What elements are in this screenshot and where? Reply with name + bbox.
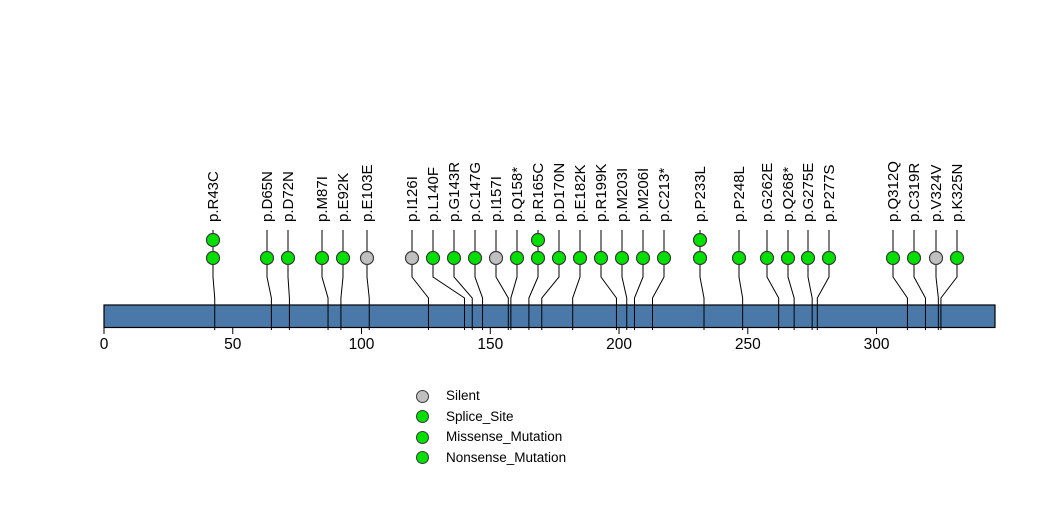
mutation-marker: [551, 250, 567, 266]
legend-label-splice-site: Splice_Site: [446, 408, 514, 424]
mutation-marker: [509, 250, 525, 266]
mutation-label: p.E103E: [359, 164, 376, 222]
mutation-marker: [280, 250, 296, 266]
mutation-marker: [593, 250, 609, 266]
mutation-marker: [928, 250, 944, 266]
mutation-label: p.E182K: [572, 164, 589, 222]
mutation-marker: [949, 250, 965, 266]
mutation-marker: [614, 250, 630, 266]
mutation-marker: [572, 250, 588, 266]
legend-item-nonsense: Nonsense_Mutation: [416, 448, 566, 469]
mutation-marker: [780, 250, 796, 266]
mutation-label: p.R199K: [593, 164, 610, 222]
mutation-marker: [335, 250, 351, 266]
mutation-marker: [314, 250, 330, 266]
mutation-marker: [259, 250, 275, 266]
mutation-label: p.V324V: [928, 164, 945, 222]
mutation-label: p.G275E: [800, 163, 817, 222]
legend-label-silent: Silent: [446, 388, 480, 403]
mutation-label: p.P248L: [731, 166, 748, 222]
mutation-marker: [906, 250, 922, 266]
mutation-label: p.M87I: [314, 176, 331, 222]
chart-legend: Silent Splice_Site Missense_Mutation Non…: [416, 386, 566, 468]
axis-tick-label: 250: [735, 336, 761, 353]
splice-site-marker-icon: [416, 410, 429, 424]
mutation-label: p.E92K: [335, 173, 352, 222]
mutation-label: p.D170N: [551, 163, 568, 222]
mutation-marker: [692, 232, 708, 248]
mutation-label: p.D65N: [259, 171, 276, 222]
mutation-label: p.P277S: [821, 164, 838, 222]
mutation-marker: [800, 250, 816, 266]
mutation-label: p.P233L: [692, 166, 709, 222]
legend-label-nonsense: Nonsense_Mutation: [446, 449, 567, 465]
nonsense-marker-icon: [416, 451, 429, 465]
axis-tick-label: 100: [349, 336, 375, 353]
mutation-label: p.M206I: [635, 168, 652, 222]
mutation-marker: [759, 250, 775, 266]
missense-marker-icon: [416, 430, 429, 444]
axis-tick-label: 50: [224, 336, 242, 353]
mutation-marker: [404, 250, 420, 266]
mutation-marker: [885, 250, 901, 266]
mutation-label: p.G262E: [759, 163, 776, 222]
mutation-marker: [205, 232, 221, 248]
axis-tick-label: 150: [477, 336, 503, 353]
axis-tick-label: 300: [864, 336, 890, 353]
mutation-marker: [530, 232, 546, 248]
mutation-marker: [530, 250, 546, 266]
mutation-label: p.C319R: [906, 163, 923, 222]
mutation-marker: [821, 250, 837, 266]
mutation-label: p.K325N: [949, 164, 966, 222]
mutation-marker: [692, 250, 708, 266]
mutation-label: p.D72N: [280, 171, 297, 222]
mutation-marker: [425, 250, 441, 266]
mutation-marker: [359, 250, 375, 266]
axis-tick-label: 200: [606, 336, 632, 353]
mutation-marker: [446, 250, 462, 266]
mutation-label: p.R43C: [205, 171, 222, 222]
mutation-label: p.I157I: [488, 176, 505, 222]
mutation-label: p.C213*: [656, 168, 673, 222]
protein-backbone: [103, 304, 996, 329]
legend-item-silent: Silent: [416, 386, 566, 407]
mutation-label: p.I126I: [404, 176, 421, 222]
mutation-marker: [488, 250, 504, 266]
mutation-marker: [205, 250, 221, 266]
legend-item-splice-site: Splice_Site: [416, 407, 566, 428]
mutation-label: p.M203I: [614, 168, 631, 222]
axis-tick-label: 0: [100, 336, 109, 353]
legend-label-missense: Missense_Mutation: [446, 429, 563, 444]
mutation-marker: [731, 250, 747, 266]
mutation-label: p.L140F: [425, 167, 442, 222]
mutation-marker: [635, 250, 651, 266]
mutation-label: p.R165C: [530, 163, 547, 222]
mutation-label: p.C147G: [467, 162, 484, 222]
legend-item-missense: Missense_Mutation: [416, 427, 566, 448]
mutation-label: p.Q312Q: [885, 161, 902, 222]
mutation-label: p.Q268*: [780, 167, 797, 222]
mutation-marker: [467, 250, 483, 266]
mutation-label: p.G143R: [446, 162, 463, 222]
silent-marker-icon: [416, 389, 429, 403]
mutation-marker: [656, 250, 672, 266]
mutation-label: p.Q158*: [509, 167, 526, 222]
